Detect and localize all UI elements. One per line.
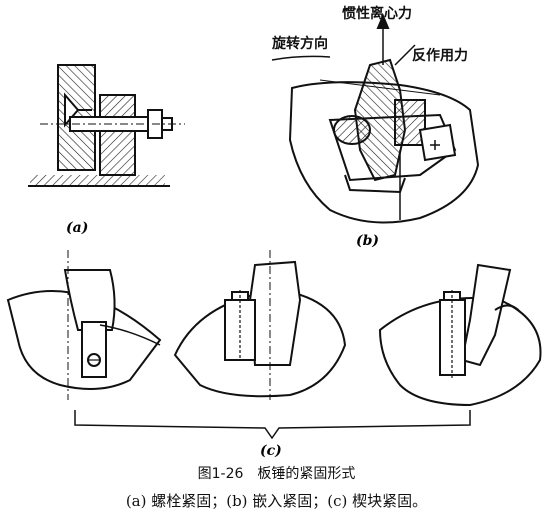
- sublabel-b: (b): [356, 233, 379, 249]
- inertial-force-label: 惯性离心力: [342, 5, 412, 22]
- reaction-force-label: 反作用力: [412, 47, 468, 64]
- diagram-a-bolt-fastening: [28, 64, 185, 187]
- diagram-c-middle: [173, 250, 347, 400]
- sublabel-c: (c): [260, 443, 282, 459]
- rotation-direction-label: 旋转方向: [271, 35, 328, 52]
- diagram-c-right: [378, 263, 542, 407]
- diagram-c-left: [6, 250, 162, 400]
- brace-c: [74, 410, 471, 440]
- sublabel-a: (a): [66, 220, 88, 236]
- figure-caption-legend: (a) 螺栓紧固；(b) 嵌入紧固；(c) 楔块紧固。: [125, 492, 428, 510]
- diagram-b-embedded-fastening: [271, 13, 480, 224]
- figure-caption-title: 图1-26 板锤的紧固形式: [197, 466, 356, 482]
